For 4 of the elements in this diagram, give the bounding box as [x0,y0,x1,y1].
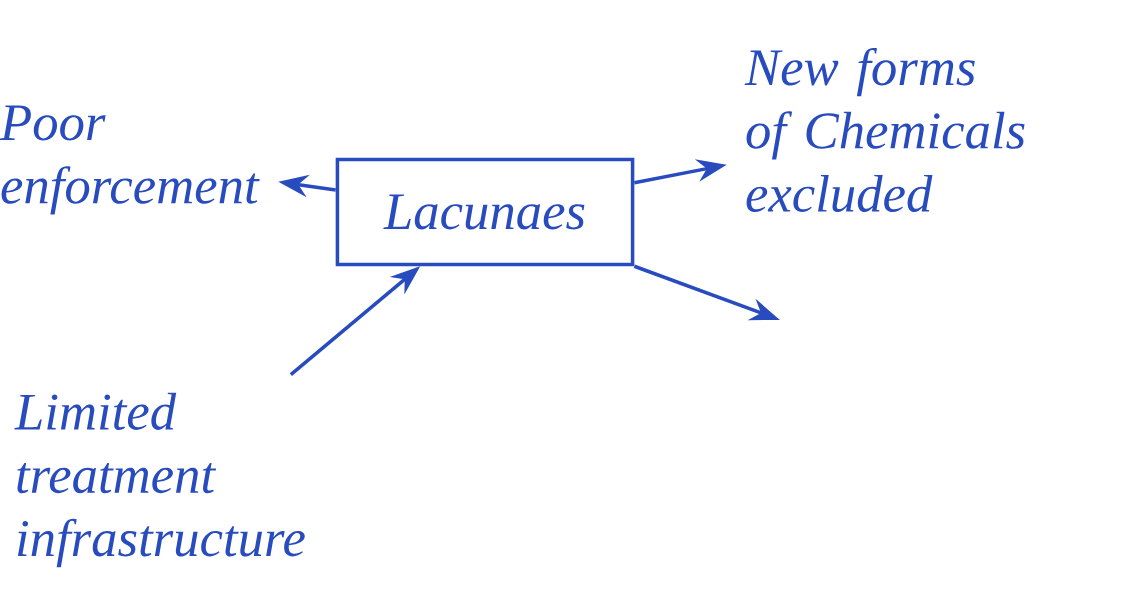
process-box: Lacunaes [335,157,635,267]
text-label: New forms of Chemicals excluded [744,47,1025,213]
text-label: Limited treatment infrastructure [14,392,305,568]
text-label: Poor enforcement [0,105,260,215]
